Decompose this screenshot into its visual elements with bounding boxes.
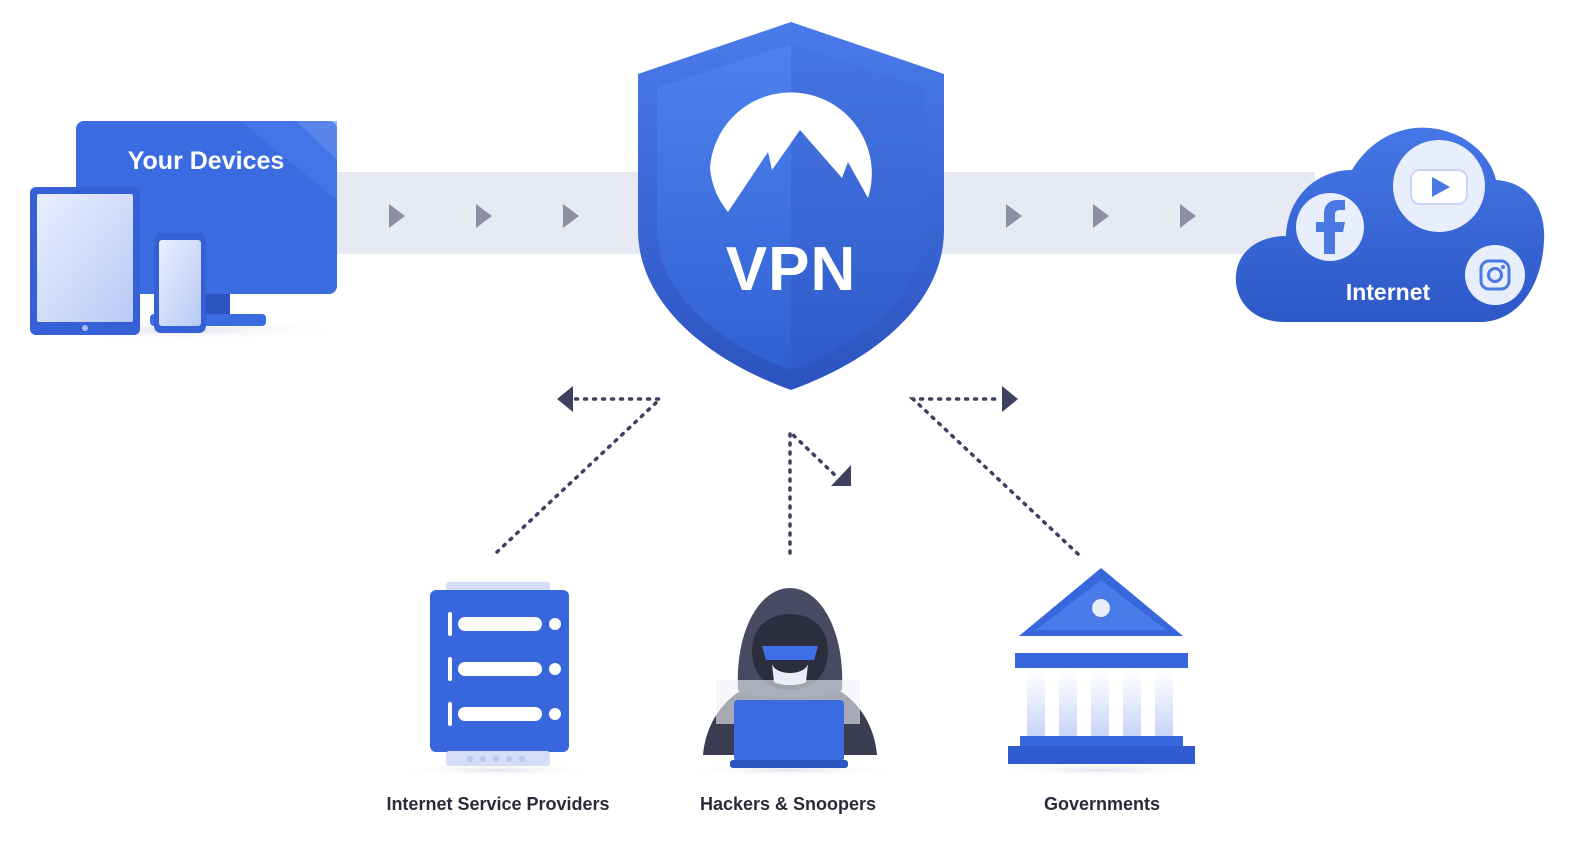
arrow-right-icon [389,204,405,228]
government-building-icon [992,568,1212,776]
flow-arrows [389,204,1196,228]
arrow-right-icon [1093,204,1109,228]
arrow-right-icon [476,204,492,228]
internet-label: Internet [1345,279,1431,305]
arrow-right-icon [1180,204,1196,228]
hacker-icon [680,588,900,776]
internet-cloud-icon [1235,127,1545,322]
hackers-label: Hackers & Snoopers [699,794,877,814]
arrow-right-icon [1006,204,1022,228]
devices-label: Your Devices [127,147,285,175]
vpn-label: VPN [725,235,857,304]
gov-path [908,397,1080,556]
blocked-paths [495,397,1080,556]
vpn-shield-icon [638,22,944,390]
instagram-icon [1465,245,1525,305]
mountain-logo-icon [710,92,872,212]
hacker-path [788,427,840,555]
server-icon [398,582,598,776]
arrow-left-icon [557,386,573,412]
isp-label: Internet Service Providers [386,794,610,814]
governments-label: Governments [1043,794,1161,814]
tunnel-right [935,172,1315,254]
arrow-right-icon [1002,386,1018,412]
devices-icon [10,121,350,340]
deflect-arrows [557,386,1018,486]
arrow-right-icon [563,204,579,228]
tunnel-left [330,172,660,254]
isp-path [495,397,665,554]
arrow-down-right-icon [831,465,851,486]
